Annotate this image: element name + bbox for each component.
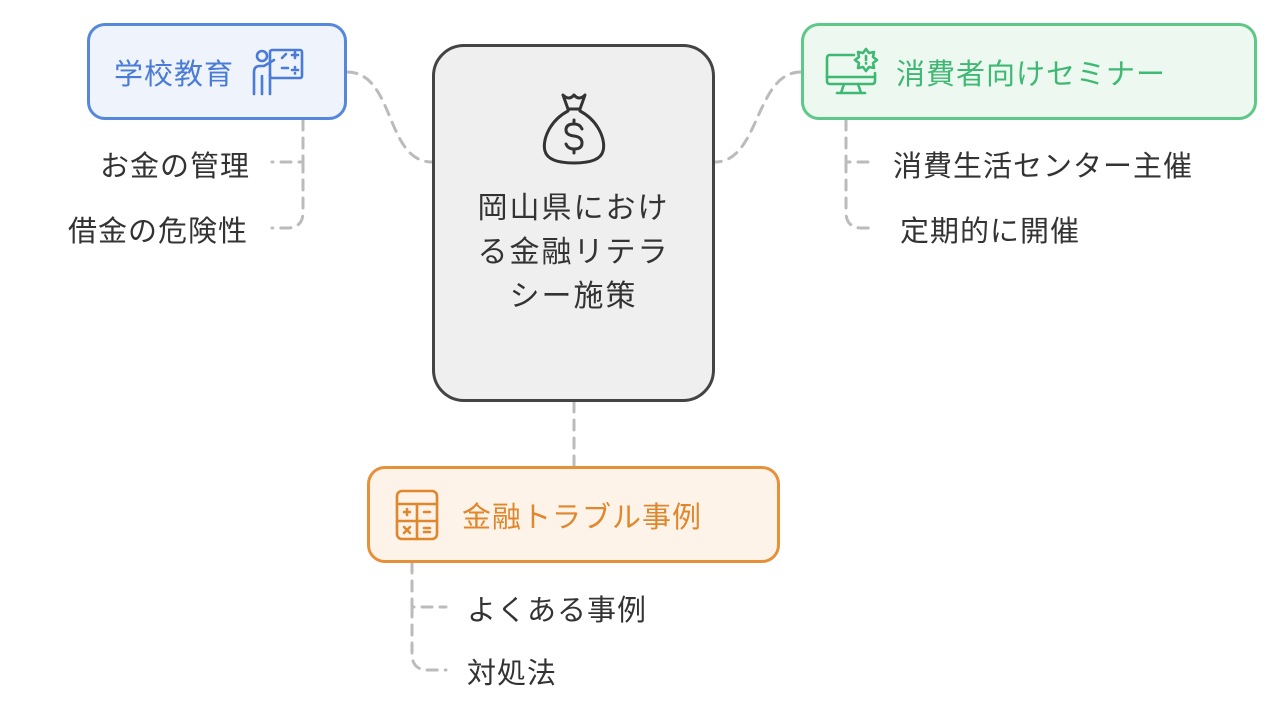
school-education-node: 学校教育 <box>87 23 347 120</box>
financial-trouble-node: 金融トラブル事例 <box>367 466 780 563</box>
financial-trouble-label: 金融トラブル事例 <box>462 499 703 534</box>
seminar-item-regular: 定期的に開催 <box>900 214 1081 248</box>
connector-seminar-item-1 <box>844 118 878 164</box>
trouble-item-common-cases: よくある事例 <box>467 593 648 627</box>
teacher-icon <box>248 46 306 98</box>
connector-school-center <box>345 70 434 164</box>
seminar-item-consumer-center: 消費生活センター主催 <box>893 149 1194 183</box>
center-node: 岡山県における金融リテラシー施策 <box>432 44 715 402</box>
connector-seminar-center <box>713 70 803 164</box>
consumer-seminar-label: 消費者向けセミナー <box>896 56 1167 91</box>
connector-seminar-item-2 <box>844 160 878 230</box>
connector-school-item-1 <box>270 118 305 164</box>
connector-trouble-item-2 <box>410 605 448 672</box>
connector-school-item-2 <box>270 160 305 230</box>
connector-trouble-item-1 <box>410 561 448 609</box>
school-item-debt-danger: 借金の危険性 <box>67 214 248 248</box>
center-title: 岡山県における金融リテラシー施策 <box>477 191 670 314</box>
money-bag-icon <box>539 89 609 173</box>
calculator-icon <box>394 488 440 542</box>
trouble-item-remedies: 対処法 <box>467 656 558 690</box>
monitor-alert-icon <box>824 47 880 97</box>
consumer-seminar-node: 消費者向けセミナー <box>801 23 1257 120</box>
school-education-label: 学校教育 <box>114 56 235 91</box>
school-item-money-management: お金の管理 <box>99 149 250 183</box>
